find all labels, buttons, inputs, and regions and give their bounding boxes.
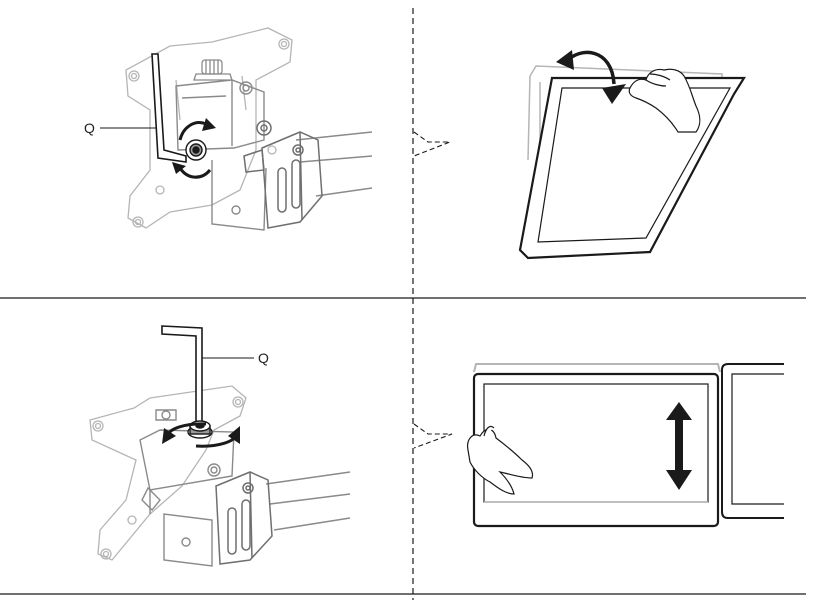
- arm-pole: [295, 131, 373, 197]
- screen-original-position-bottom: [473, 363, 721, 373]
- clamp-block-bottom: [215, 471, 273, 565]
- hex-key-icon: [151, 53, 187, 163]
- mount-bracket-bottom: [139, 409, 235, 567]
- callout-q-bottom-left: Q: [258, 350, 269, 366]
- clamp-block: [243, 120, 323, 229]
- arm-pole-bottom: [265, 471, 351, 531]
- hand-icon-bottom: [467, 425, 534, 495]
- callout-q-top-left: Q: [84, 120, 95, 136]
- hand-icon: [628, 68, 701, 133]
- rotate-arrow-head-bottom: [172, 162, 186, 174]
- screw-bolt: [185, 139, 207, 161]
- tilt-arrow-head-bottom: [602, 84, 626, 104]
- main-screen: [472, 372, 720, 528]
- rotate-arrow-head-top: [202, 118, 216, 131]
- panel-bottom-right: [413, 363, 784, 528]
- second-screen: [721, 363, 784, 519]
- panel-top-left: Q: [84, 27, 373, 231]
- tension-knob: [193, 59, 233, 81]
- panel-link-dashed-top: [413, 131, 451, 157]
- panel-bottom-left: Q: [89, 325, 351, 567]
- mount-bracket: [175, 79, 267, 231]
- panel-dividers: [0, 8, 806, 600]
- rotate-arrow-head-left: [162, 428, 176, 444]
- panel-link-dashed-bottom: [413, 423, 453, 449]
- vesa-plate: [125, 27, 293, 229]
- rotate-arrow-head-right: [228, 426, 240, 444]
- tilt-arrow-head-top: [556, 50, 574, 70]
- vesa-plate-bottom: [89, 385, 247, 561]
- panel-top-right: [413, 50, 746, 260]
- rotate-arrows-icon: [178, 121, 212, 179]
- tilted-screen: [518, 76, 746, 260]
- double-arrow-vertical-icon: [666, 402, 692, 490]
